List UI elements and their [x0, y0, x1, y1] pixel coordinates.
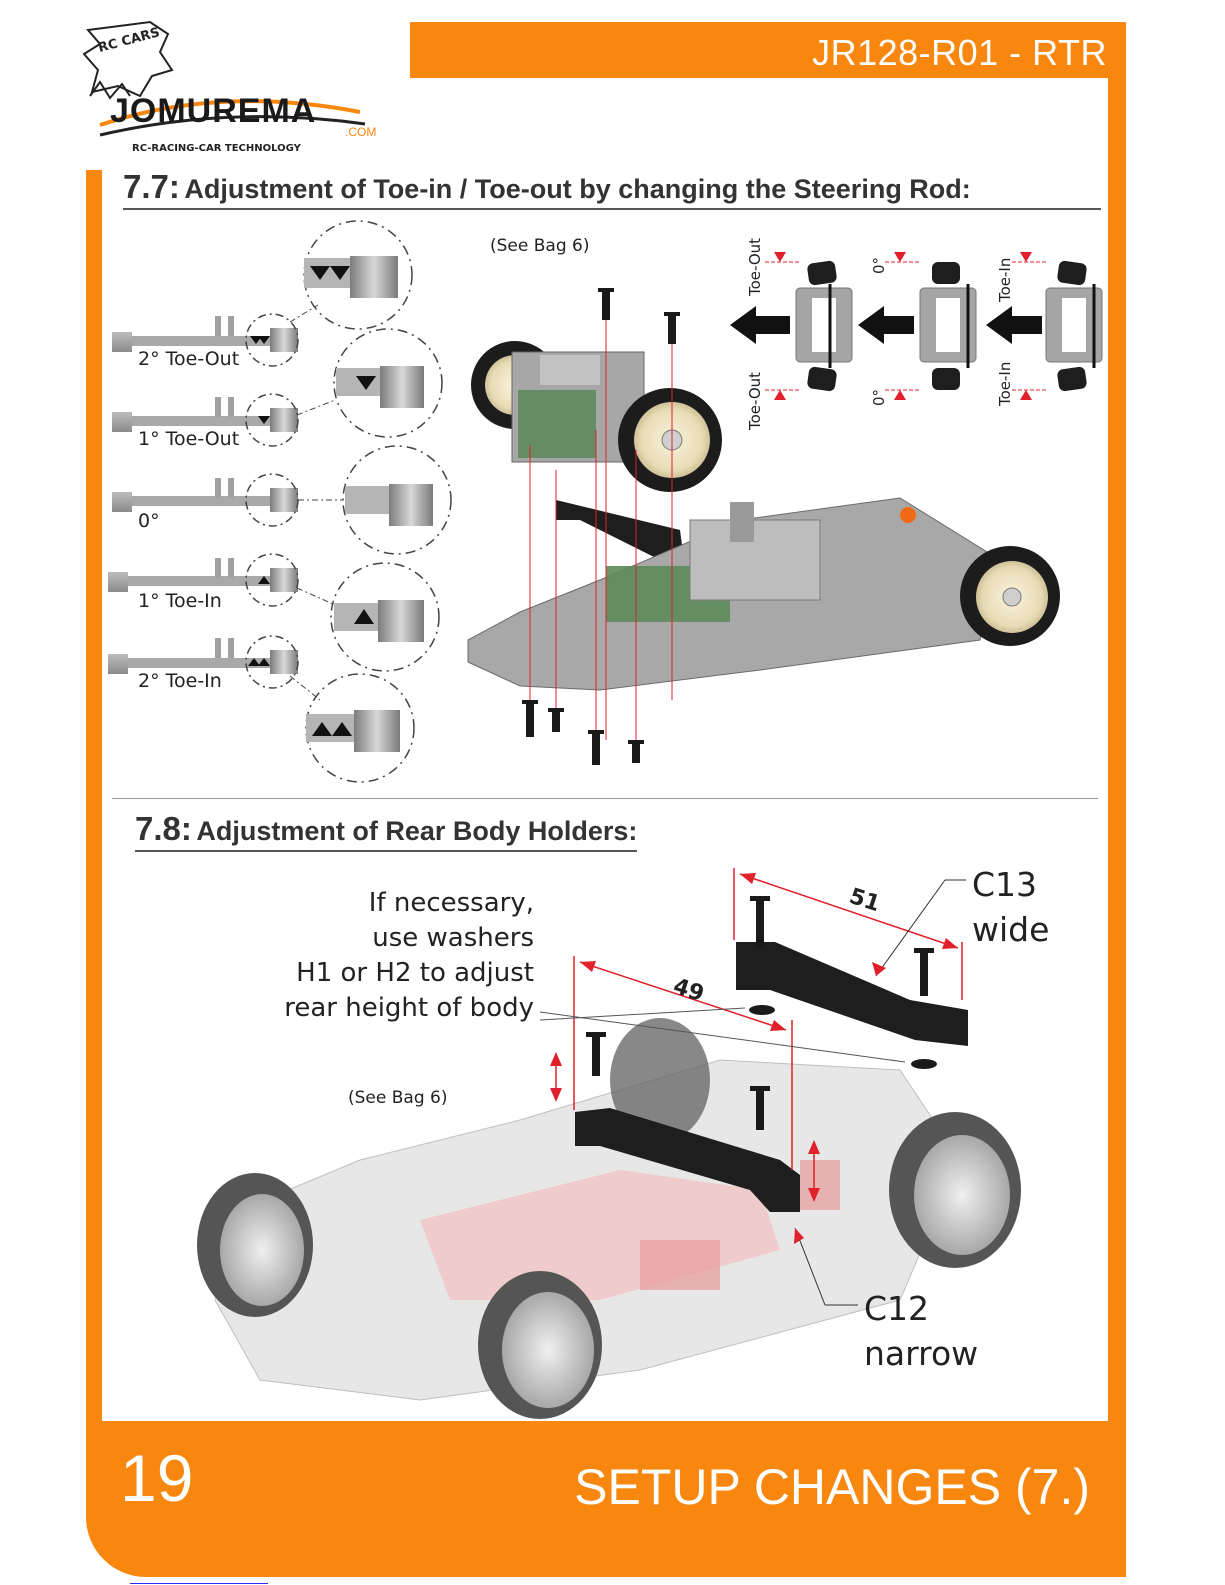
chassis-main [467, 497, 1060, 691]
section-78-heading: 7.8: Adjustment of Rear Body Holders: [135, 810, 638, 852]
steering-rod-row-3 [112, 445, 452, 555]
section-78-title: Adjustment of Rear Body Holders: [196, 816, 638, 846]
wheel-front-left [197, 1173, 313, 1317]
c12-code: C12 [864, 1289, 930, 1328]
logo-domain: .COM [345, 125, 376, 139]
front-assembly-exploded [471, 341, 722, 492]
section-77-heading: 7.7: Adjustment of Toe-in / Toe-out by c… [123, 168, 1101, 210]
c13-holder-exploded [736, 942, 968, 1046]
page-number: 19 [120, 1441, 194, 1515]
section-77-title: Adjustment of Toe-in / Toe-out by changi… [184, 174, 971, 204]
toe-label-bottom-in: Toe-In [996, 362, 1014, 407]
section-77-bag-note: (See Bag 6) [490, 236, 590, 256]
wheel-front-right [478, 1271, 602, 1419]
screws-exploded [522, 288, 680, 765]
logo-swoosh-black [99, 115, 366, 137]
section-78-number: 7.8: [135, 810, 192, 847]
c13-callout: C13 wide [972, 862, 1049, 952]
instruction-line-1: If necessary, [368, 888, 534, 918]
rod-label-1-toe-in: 1° Toe-In [138, 590, 222, 612]
toe-out-car [795, 260, 853, 392]
arrow-left-icon [730, 306, 790, 344]
rc-cars-badge: RC CARS [82, 20, 174, 98]
section-78-bag-note: (See Bag 6) [348, 1088, 448, 1108]
logo-tagline: RC-RACING-CAR TECHNOLOGY [132, 143, 302, 154]
toe-label-bottom-zero: 0° [870, 389, 888, 406]
zigzag-decoration [89, 80, 131, 100]
rod-label-1-toe-out: 1° Toe-Out [138, 428, 240, 450]
rod-label-2-toe-in: 2° Toe-In [138, 670, 222, 692]
logo-swoosh-orange [99, 99, 361, 127]
wheel-rear-left [610, 1018, 710, 1142]
dimension-arrowheads [550, 873, 958, 1244]
c12-callout: C12 narrow [864, 1286, 978, 1376]
logo-brand: JOMUREMA [110, 92, 316, 130]
toe-label-bottom-out: Toe-Out [746, 372, 764, 431]
c13-description: wide [972, 910, 1050, 949]
c13-code: C13 [972, 865, 1038, 904]
c12-holder-mounted [575, 1108, 800, 1212]
steering-rod-row-5 [108, 635, 415, 783]
instruction-line-4: rear height of body [284, 993, 534, 1023]
rod-label-zero: 0° [138, 510, 160, 532]
screws-and-washers [586, 896, 937, 1130]
instruction-line-2: use washers [372, 923, 534, 953]
toe-label-top-in: Toe-In [996, 258, 1014, 303]
arrow-left-icon [986, 306, 1042, 344]
toe-diagram: Toe-Out 0° Toe-In Toe-Out 0° Toe-In [730, 238, 1103, 431]
rod-label-2-toe-out: 2° Toe-Out [138, 348, 240, 370]
washer-instruction: If necessary, use washers H1 or H2 to ad… [280, 886, 534, 1026]
steering-rod-row-1 [112, 220, 413, 367]
section-77-number: 7.7: [123, 168, 180, 205]
transparent-chassis [214, 1059, 961, 1401]
c12-description: narrow [864, 1334, 979, 1373]
steering-rod-row-4 [108, 553, 440, 672]
steering-rod-row-2 [112, 328, 443, 447]
model-name: JR128-R01 - RTR [812, 32, 1107, 73]
arrow-left-icon [858, 306, 914, 344]
section-divider [112, 798, 1098, 799]
footer-title: SETUP CHANGES (7.) [574, 1459, 1090, 1515]
bottom-link-underline [130, 1583, 268, 1584]
toe-label-top-zero: 0° [870, 257, 888, 274]
toe-label-top-out: Toe-Out [746, 238, 764, 297]
zero-toe-car [919, 262, 977, 390]
instruction-line-3: H1 or H2 to adjust [296, 958, 534, 988]
toe-in-car [1045, 260, 1103, 392]
steering-rod-part [556, 500, 684, 560]
wheel-rear-right [889, 1112, 1021, 1268]
